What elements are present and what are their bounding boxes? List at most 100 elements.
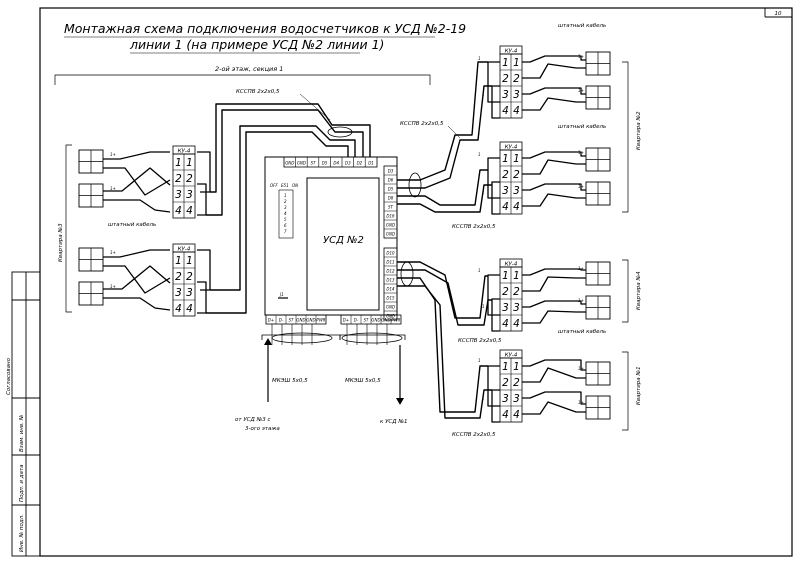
usd-right-strip-a-terminal-4: ST (388, 205, 394, 210)
stock-wire-a3-4 (103, 199, 171, 213)
dip-header-0: OFF (270, 183, 278, 188)
ku-loop-a3-top-2 (197, 183, 207, 216)
stock-cable-label-a2-bot: штатный кабель (558, 124, 606, 130)
wire-mark-meter-6: 1+ (578, 366, 584, 371)
from-usd3-line2: 3-ого этажа (245, 426, 280, 432)
ku-loop-a4-top-2 (491, 298, 500, 332)
ku4-term-b-a4-top-3: 4 (513, 318, 520, 330)
usd-bottom-strip-right-terminal-5: PWR (391, 318, 400, 323)
usd-right-strip-b-terminal-7: GND (386, 314, 395, 319)
stock-wire-a2-top-1 (522, 55, 586, 63)
ku4-term-a-a3-top-0: 1 (175, 157, 182, 169)
ku4-term-a-a3-bot-3: 4 (175, 303, 182, 315)
mkesh-label-left: МКЭШ 5х0,5 (272, 378, 308, 384)
wire-mark-right-4: 1 (478, 268, 481, 273)
usd-top-terminal-2: ST (311, 161, 317, 166)
usd-right-strip-b-terminal-0: D10 (386, 251, 395, 256)
usd-bottom-strip-right-terminal-0: D+ (343, 318, 349, 323)
apartment-4-label: Квартира №4 (636, 271, 642, 310)
wire-mark-meter-4: 1+ (578, 266, 584, 271)
wire-mark-meter-2: 1+ (578, 150, 584, 155)
kscpv-right-a1-b (397, 285, 492, 419)
ku4-term-a-a3-bot-1: 2 (175, 271, 182, 283)
usd-top-terminal-5: D3 (345, 161, 351, 166)
kscpv-label-right-2: КССПВ 2х2х0,5 (452, 224, 496, 230)
usd-bottom-strip-right-terminal-2: ST (364, 318, 370, 323)
kscpv-right-a1-a (397, 277, 488, 413)
wire-mark-meter-0: 1+ (578, 54, 584, 59)
kscpv-leader-top (299, 93, 331, 121)
from-usd3-line1: от УСД №3 с (235, 417, 271, 423)
ku4-term-a-a3-bot-2: 3 (175, 287, 182, 299)
usd-top-terminal-1: GND (297, 161, 306, 166)
ku4-term-b-a3-top-0: 1 (186, 157, 193, 169)
ku4-term-a-a2-top-1: 2 (502, 73, 509, 85)
ku-loop-a3-bot-2 (197, 281, 207, 314)
usd-right-strip-a-terminal-2: D5 (388, 187, 394, 192)
apartment-3-label: Квартира №3 (58, 223, 64, 262)
dip-switch-block (278, 189, 294, 239)
usd-top-terminal-7: D1 (368, 161, 374, 166)
stamp-agreed: Согласовано (6, 357, 12, 395)
usd-right-strip-b-terminal-2: D12 (386, 269, 395, 274)
mkesh-label-right: МКЭШ 5х0,5 (345, 378, 381, 384)
dip-row-2: 3 (284, 205, 287, 210)
wire-mark-left-3: 1+ (110, 284, 116, 289)
ku4-term-a-a1-0: 1 (502, 361, 509, 373)
kscpv-label-right-4: КССПВ 2х2х0,5 (452, 432, 496, 438)
stock-wire-a2-bot-3 (522, 183, 586, 191)
wire-mark-right-2: 1 (478, 152, 481, 157)
stamp-sign-date: Подп. и дата (19, 464, 25, 502)
stock-wire-a4-top-3 (522, 300, 586, 308)
floor-bracket (54, 74, 431, 85)
usd-top-terminal-6: D2 (357, 161, 363, 166)
jumper-label: J1 (279, 292, 284, 297)
stock-cable-label-left: штатный кабель (108, 222, 156, 228)
dip-header-2: ON (292, 183, 298, 188)
ku4-term-a-a2-bot-2: 3 (502, 185, 509, 197)
ku4-term-a-a3-top-2: 3 (175, 189, 182, 201)
ku4-term-a-a1-1: 2 (502, 377, 509, 389)
ku4-term-b-a4-top-1: 2 (513, 286, 520, 298)
ku4-label-a4-top: КУ-4 (505, 262, 518, 268)
usd-right-strip-b-terminal-3: D13 (386, 278, 395, 283)
kscpv-right-a2-bot-a (397, 169, 488, 206)
usd-bottom-strip-left-terminal-1: D- (279, 318, 284, 323)
stock-wire-a3-2 (103, 167, 171, 196)
ku4-label-a2-top: КУ-4 (505, 49, 518, 55)
usd-label: УСД №2 (323, 235, 364, 246)
ku4-term-b-a2-top-3: 4 (513, 105, 520, 117)
wire-mark-left-1: 1+ (110, 186, 116, 191)
ku-loop-a2-top-2 (491, 85, 500, 119)
usd-right-strip-b-terminal-6: GND (386, 305, 395, 310)
ku4-term-a-a2-top-3: 4 (502, 105, 509, 117)
stamp-inv-replace: Взам. инв. № (19, 414, 25, 452)
ku-loop-a2-top-1 (487, 61, 500, 103)
diagram-title-line1: Монтажная схема подключения водосчетчико… (64, 21, 466, 36)
stamp-inv-orig: Инв. № подл. (19, 514, 25, 552)
ku-loop-a4-top-1 (487, 274, 500, 316)
stock-wire-a2-top-4 (522, 97, 586, 111)
usd-bottom-strip-left-terminal-2: ST (289, 318, 295, 323)
ku-loop-a2-bot-1 (487, 157, 500, 199)
usd-right-strip-a-terminal-0: D3 (388, 169, 394, 174)
stock-cable-label-a4: штатный кабель (558, 329, 606, 335)
ku4-term-a-a3-top-1: 2 (175, 173, 182, 185)
stock-wire-a4-top-1 (522, 268, 586, 276)
usd-bottom-strip-right-terminal-1: D- (354, 318, 359, 323)
dip-row-1: 2 (284, 199, 287, 204)
ku4-label-a3-top: КУ-4 (178, 149, 191, 155)
ku4-term-b-a1-2: 3 (513, 393, 520, 405)
usd-bottom-strip-right-terminal-3: GND (371, 318, 380, 323)
stock-wire-a3-6 (103, 265, 171, 294)
kscpv-left-upper-a (210, 103, 371, 193)
stock-wire-a1-1 (522, 359, 586, 371)
wire-mark-right-3: 1 (482, 190, 485, 195)
ku4-term-b-a3-top-2: 3 (186, 189, 193, 201)
stock-wire-a1-2 (522, 367, 586, 383)
usd-bottom-strip-right-terminal-4: GND (381, 318, 390, 323)
ku4-term-b-a3-bot-1: 2 (186, 271, 193, 283)
kscpv-right-a2-bot-b (397, 184, 492, 213)
usd-top-terminal-3: D5 (322, 161, 328, 166)
ku4-term-b-a3-bot-0: 1 (186, 255, 193, 267)
